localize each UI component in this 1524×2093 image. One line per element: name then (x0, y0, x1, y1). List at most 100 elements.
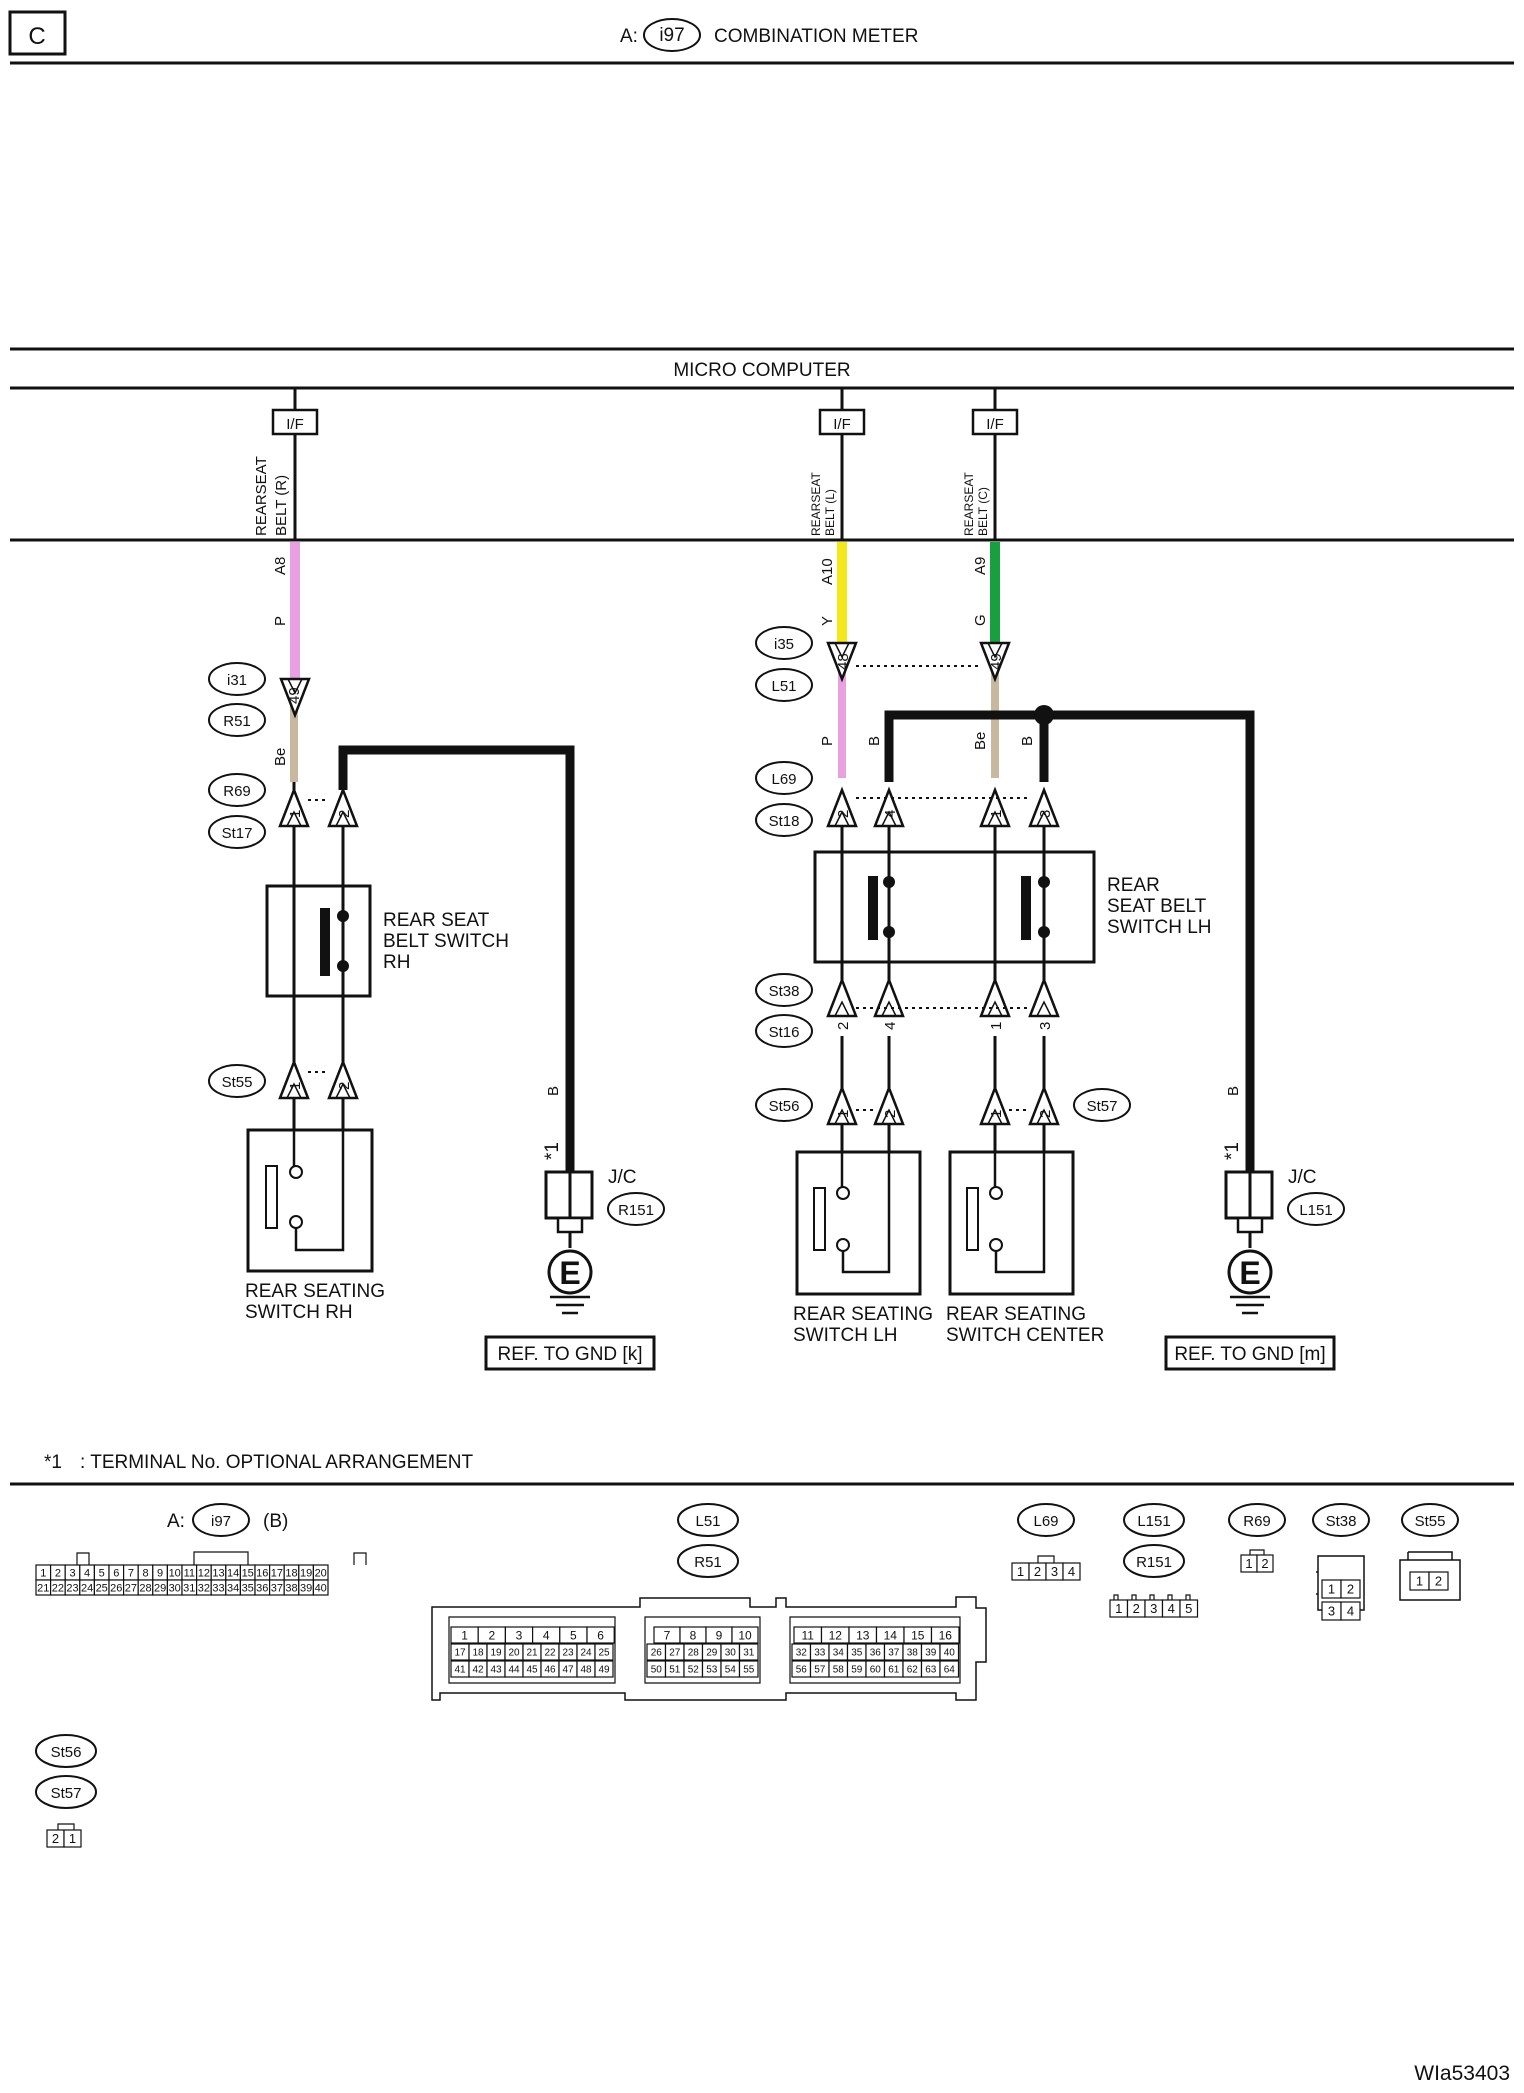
pin-number: 2 (1347, 1582, 1354, 1597)
pin-number: 2 (55, 1567, 61, 1579)
pin-number: 26 (651, 1648, 663, 1659)
pin-st57-2: 2 (1037, 1110, 1054, 1118)
pin-cell (731, 1626, 759, 1644)
wire-yellow-l (837, 542, 847, 642)
pin-number: 12 (198, 1567, 210, 1579)
signal-c-line2: BELT (C) (976, 487, 990, 536)
pin-number: 4 (84, 1567, 90, 1579)
pin-number: 14 (884, 1628, 898, 1642)
pin-number: 51 (669, 1665, 681, 1676)
pin-number: 46 (544, 1665, 556, 1676)
gnd-symbol-m: E (1239, 1255, 1260, 1291)
wire-pink-l (838, 668, 846, 778)
pin-number: 32 (796, 1648, 808, 1659)
conn-st55: St55 (222, 1074, 253, 1091)
header-connector: i97 (659, 25, 684, 46)
header: C A: i97 COMBINATION METER (8, 10, 1514, 65)
pin-st55-2: 2 (336, 1082, 353, 1090)
pin-l-48: 48 (835, 653, 852, 670)
pin-number: 8 (142, 1567, 148, 1579)
pin-number: 5 (99, 1567, 105, 1579)
rs-center-line2: SWITCH CENTER (946, 1325, 1104, 1346)
pin-number: 19 (490, 1648, 502, 1659)
pin-number: 55 (743, 1665, 755, 1676)
rsb-lh-line1: REAR (1107, 875, 1160, 896)
legend-i97-name: i97 (211, 1513, 231, 1530)
pin-st16-1: 1 (988, 1022, 1005, 1030)
pin-number: 2 (1133, 1601, 1140, 1616)
pin-number: 17 (271, 1567, 283, 1579)
pin-number: 9 (716, 1628, 723, 1642)
pin-number: 35 (851, 1648, 863, 1659)
pin-cell (738, 1643, 759, 1661)
pin-number: 10 (169, 1567, 181, 1579)
pin-cell (594, 1660, 614, 1678)
pin-number: 7 (128, 1567, 134, 1579)
ref-gnd-m: REF. TO GND [m] (1174, 1344, 1325, 1365)
rear-seating-switch-rh (246, 1128, 374, 1273)
pin-number: 24 (81, 1582, 93, 1594)
conn-l151: L151 (1299, 1202, 1332, 1219)
ref-gnd-k-box (484, 1335, 656, 1371)
pin-number: 27 (669, 1648, 681, 1659)
wire-beige-c (991, 668, 999, 778)
pin-number: 56 (796, 1665, 808, 1676)
pin-number: 1 (1115, 1601, 1122, 1616)
header-title: COMBINATION METER (714, 26, 918, 47)
pin-number: 13 (856, 1628, 870, 1642)
pin-number: 23 (562, 1648, 574, 1659)
rear-seat-belt-switch-rh (265, 884, 372, 998)
pin-number: 2 (52, 1831, 59, 1846)
pin-number: 38 (907, 1648, 919, 1659)
pin-number: 4 (1168, 1601, 1175, 1616)
legend-l51-shell (431, 1596, 987, 1701)
pin-cell (1179, 1599, 1199, 1618)
legend-l69: L69 (1033, 1513, 1058, 1530)
connector-outline (76, 1551, 367, 1565)
colored-wires: A8 P A10 Y A9 G (272, 542, 1000, 782)
pin-number: 27 (125, 1582, 137, 1594)
signal-l-line2: BELT (L) (823, 489, 837, 536)
term-a9: A9 (972, 557, 989, 575)
pin-number: 25 (598, 1648, 610, 1659)
pin-number: 33 (212, 1582, 224, 1594)
pin-cell (1340, 1579, 1361, 1599)
pin-number: 11 (184, 1567, 195, 1579)
pin-number: 37 (888, 1648, 900, 1659)
legend-i97-prefix: A: (167, 1511, 185, 1532)
pin-number: 20 (508, 1648, 520, 1659)
color-b-l: B (866, 736, 883, 746)
legend-i97-suffix: (B) (263, 1511, 288, 1532)
pin-number: 48 (580, 1665, 592, 1676)
rear-seating-switch-center (948, 1150, 1075, 1296)
pin-number: 28 (688, 1648, 700, 1659)
pin-number: 13 (212, 1567, 224, 1579)
color-be-r: Be (272, 748, 289, 766)
conn-i31: i31 (227, 672, 247, 689)
pin-number: 44 (508, 1665, 520, 1676)
signal-l-line1: REARSEAT (809, 472, 823, 536)
pin-cell (594, 1643, 614, 1661)
pin-number: 42 (472, 1665, 484, 1676)
rs-rh-line2: SWITCH RH (245, 1302, 353, 1323)
connector-outline (57, 1823, 75, 1830)
pin-number: 25 (96, 1582, 108, 1594)
pin-cell (312, 1579, 329, 1596)
pin-number: 18 (472, 1648, 484, 1659)
pin-number: 3 (1150, 1601, 1157, 1616)
figure-id: WIa53403 (1414, 2062, 1510, 2085)
header-prefix: A: (620, 26, 638, 47)
rsb-lh-line3: SWITCH LH (1107, 917, 1212, 938)
rsb-lh-line2: SEAT BELT (1107, 896, 1207, 917)
pin-cell (1340, 1601, 1361, 1621)
wire-beige-r (290, 702, 298, 782)
pin-number: 16 (939, 1628, 953, 1642)
pin-number: 29 (154, 1582, 166, 1594)
pin-number: 21 (37, 1582, 49, 1594)
pin-number: 4 (1347, 1604, 1354, 1619)
pin-number: 40 (315, 1582, 327, 1594)
pin-number: 18 (285, 1567, 297, 1579)
